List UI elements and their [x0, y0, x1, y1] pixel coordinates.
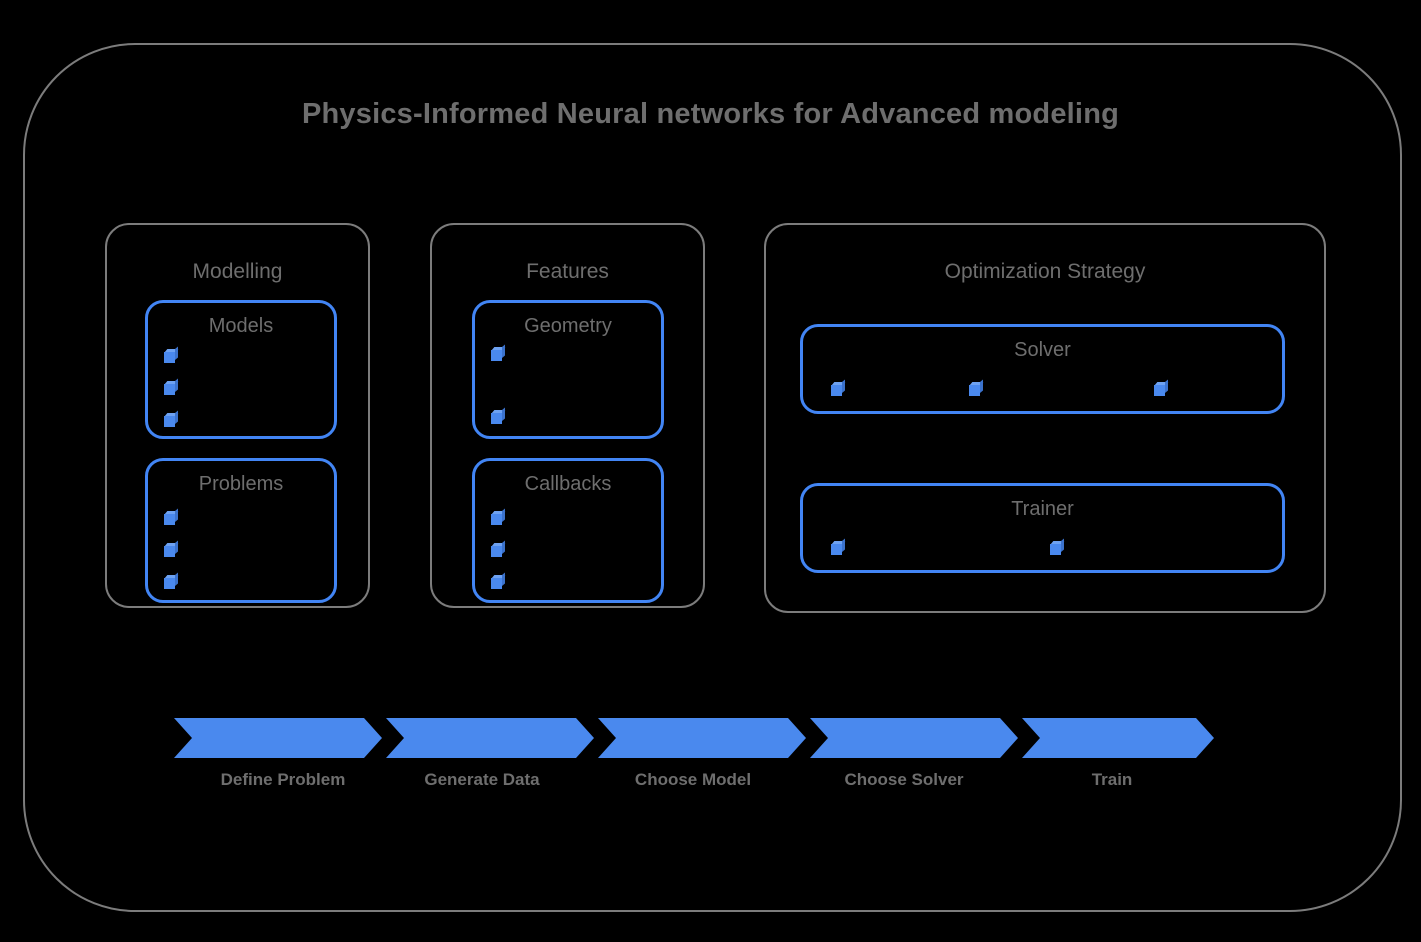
cube-icon — [1050, 538, 1065, 555]
cube-icon — [831, 379, 846, 396]
subbox-label-problems: Problems — [198, 473, 284, 495]
pipeline-step-arrow-train[interactable] — [1022, 718, 1214, 758]
cube-icon — [491, 540, 506, 557]
subbox-problems[interactable]: Problems — [145, 458, 337, 603]
pipeline-flow — [174, 718, 1214, 758]
diagram-title: Physics-Informed Neural networks for Adv… — [301, 98, 1120, 130]
cube-icon — [164, 508, 179, 525]
pipeline-step-label-choose-solver: Choose Solver — [844, 770, 964, 789]
pipeline-step-label-train: Train — [1091, 770, 1133, 789]
pipeline-step-label-generate-data: Generate Data — [424, 770, 540, 789]
cube-icon — [1154, 379, 1169, 396]
cube-icon — [831, 538, 846, 555]
subbox-models[interactable]: Models — [145, 300, 337, 439]
subbox-geometry[interactable]: Geometry — [472, 300, 664, 439]
pipeline-step-label-choose-model: Choose Model — [634, 770, 752, 789]
group-label-features: Features — [526, 260, 609, 283]
group-label-optimization-strategy: Optimization Strategy — [944, 260, 1146, 283]
subbox-label-callbacks: Callbacks — [524, 473, 612, 495]
subbox-label-solver: Solver — [1014, 339, 1071, 361]
subbox-label-models: Models — [208, 315, 274, 337]
group-label-modelling: Modelling — [192, 260, 283, 283]
subbox-callbacks[interactable]: Callbacks — [472, 458, 664, 603]
pipeline-step-label-define-problem: Define Problem — [220, 770, 346, 789]
cube-icon — [164, 410, 179, 427]
cube-icon — [164, 378, 179, 395]
cube-icon — [491, 407, 506, 424]
subbox-label-geometry: Geometry — [524, 315, 612, 337]
pipeline-step-arrow-choose-model[interactable] — [598, 718, 806, 758]
cube-icon — [491, 572, 506, 589]
cube-icon — [164, 540, 179, 557]
pipeline-step-arrow-generate-data[interactable] — [386, 718, 594, 758]
cube-icon — [491, 508, 506, 525]
subbox-label-trainer: Trainer — [1011, 498, 1074, 520]
subbox-solver[interactable]: Solver — [800, 324, 1285, 414]
subbox-trainer[interactable]: Trainer — [800, 483, 1285, 573]
cube-icon — [969, 379, 984, 396]
cube-icon — [491, 344, 506, 361]
cube-icon — [164, 572, 179, 589]
outer-frame — [23, 43, 1402, 912]
pipeline-step-arrow-choose-solver[interactable] — [810, 718, 1018, 758]
pipeline-step-arrow-define-problem[interactable] — [174, 718, 382, 758]
cube-icon — [164, 346, 179, 363]
